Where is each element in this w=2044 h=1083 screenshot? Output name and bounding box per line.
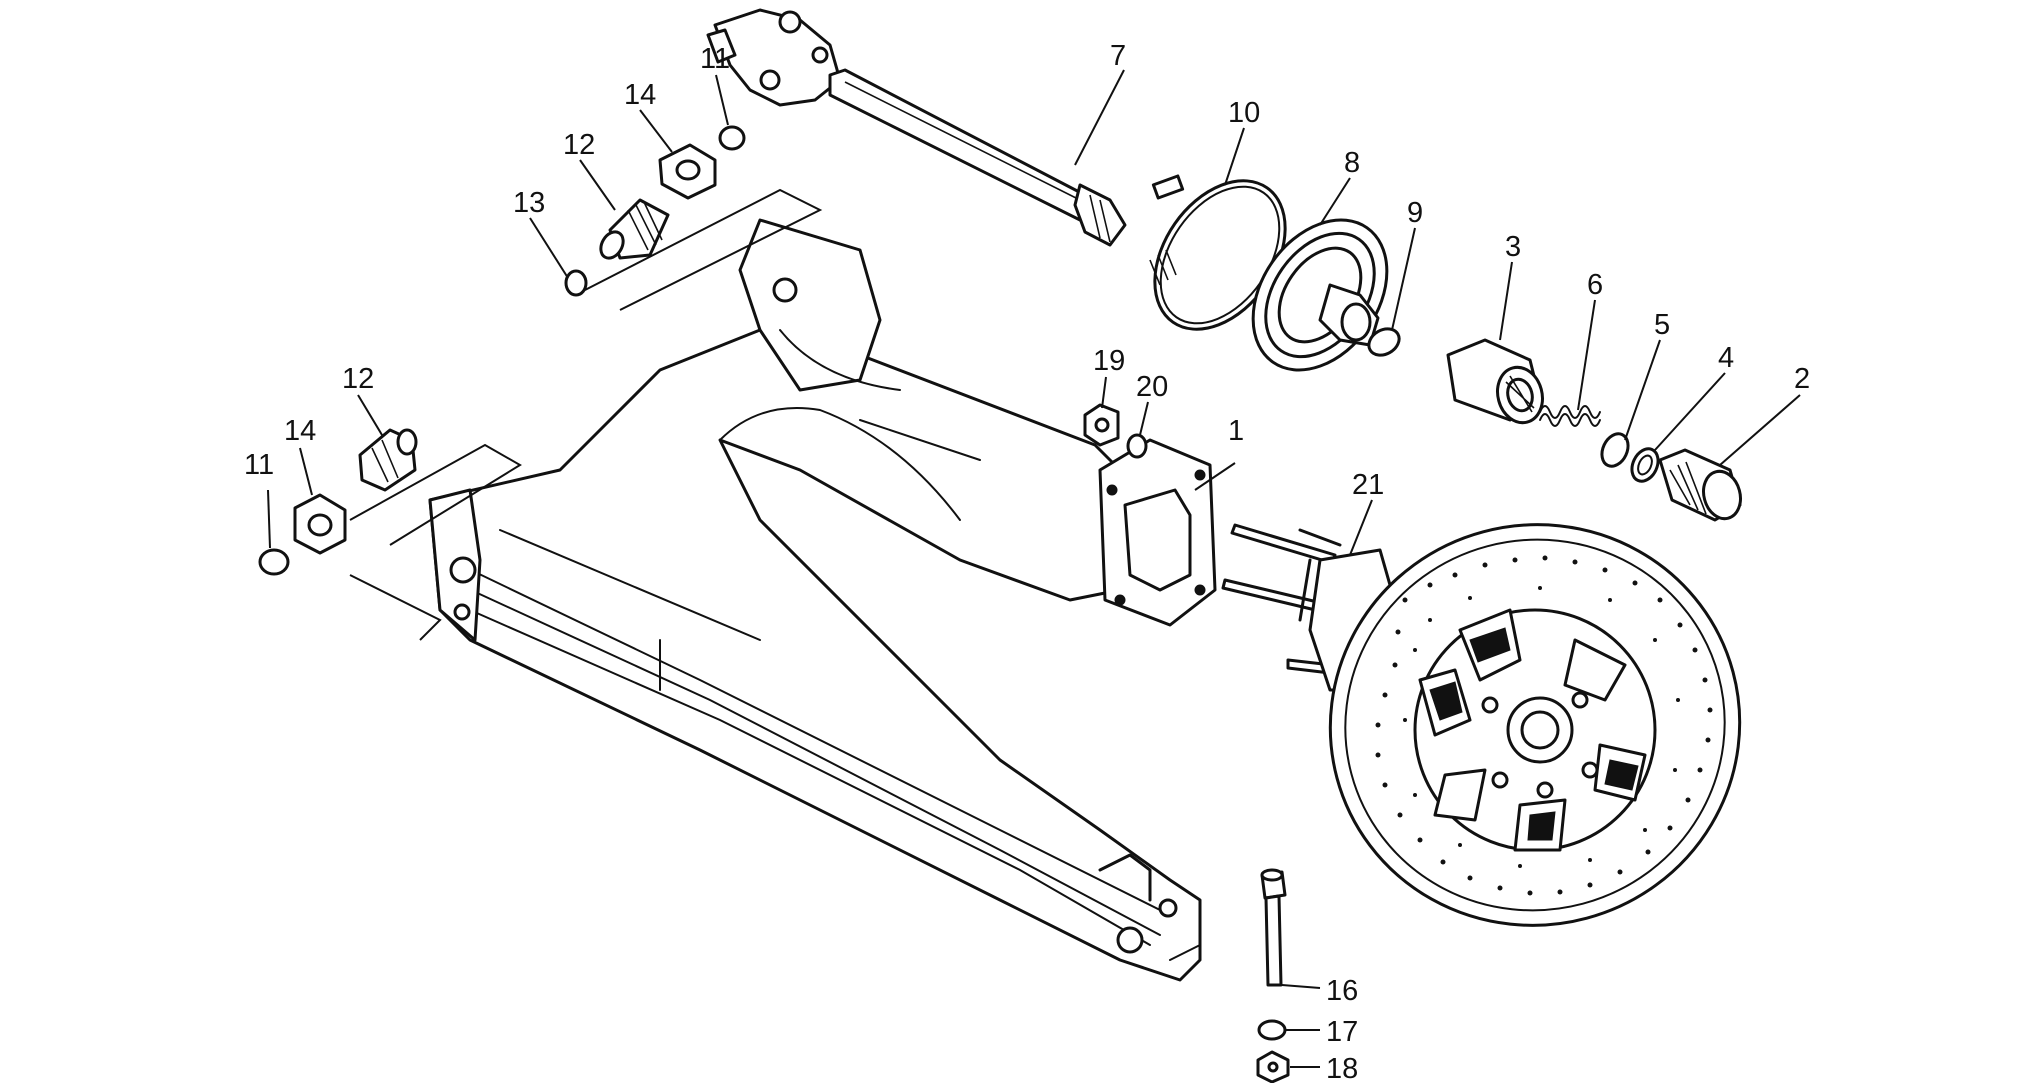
washer-17: [1257, 1019, 1287, 1041]
callout-7: 7: [1110, 40, 1126, 72]
spring: [1539, 405, 1601, 427]
rubber-boot: [1251, 218, 1389, 372]
o-ring: [1367, 327, 1401, 357]
callout-2: 2: [1794, 363, 1810, 395]
bolt: [1260, 868, 1287, 987]
wheel-hub-with-brake-disc: [1221, 523, 1742, 927]
splined-gear: [1658, 448, 1742, 522]
callout-11-lower: 11: [244, 449, 274, 481]
callout-13: 13: [513, 187, 545, 219]
callout-1: 1: [1228, 415, 1244, 447]
leader-lines: [267, 69, 1801, 1068]
callout-6: 6: [1587, 269, 1603, 301]
disc-drill-holes: [1375, 555, 1713, 896]
washer: [1600, 432, 1630, 468]
callout-3: 3: [1505, 231, 1521, 263]
callout-5: 5: [1654, 309, 1670, 341]
cap-upper: [718, 125, 746, 151]
eccentric-adjuster-upper: [599, 198, 670, 260]
callout-16: 16: [1326, 975, 1358, 1007]
callout-4: 4: [1718, 342, 1734, 374]
callout-21: 21: [1352, 469, 1384, 501]
washer-20: [1126, 433, 1148, 459]
washer-13: [564, 269, 588, 297]
swingarm: [428, 218, 1217, 982]
callout-12-upper: 12: [563, 129, 595, 161]
callout-10: 10: [1228, 97, 1260, 129]
nut-lower: [293, 493, 347, 555]
callout-9: 9: [1407, 197, 1423, 229]
nut-upper: [658, 143, 717, 200]
callout-20: 20: [1136, 371, 1168, 403]
callout-17: 17: [1326, 1016, 1358, 1048]
circlip: [1630, 447, 1660, 483]
callout-18: 18: [1326, 1053, 1358, 1083]
nut-18: [1256, 1050, 1290, 1083]
callout-labels: 7 10 8 9 3 6 5 4 2 1 21 19 20 11 14 12 1…: [244, 40, 1810, 1083]
cap-lower: [258, 548, 290, 576]
drive-shaft: [706, 8, 1127, 247]
eccentric-adjuster-lower: [358, 428, 418, 492]
callout-11-upper: 11: [700, 43, 730, 75]
callout-14-upper: 14: [624, 79, 656, 111]
callout-8: 8: [1344, 147, 1360, 179]
callout-12-lower: 12: [342, 363, 374, 395]
coupling-sleeve: [1446, 338, 1544, 425]
callout-14-lower: 14: [284, 415, 316, 447]
bleed-screw: [1083, 403, 1120, 447]
callout-19: 19: [1093, 345, 1125, 377]
assembly-lines: [349, 188, 823, 641]
